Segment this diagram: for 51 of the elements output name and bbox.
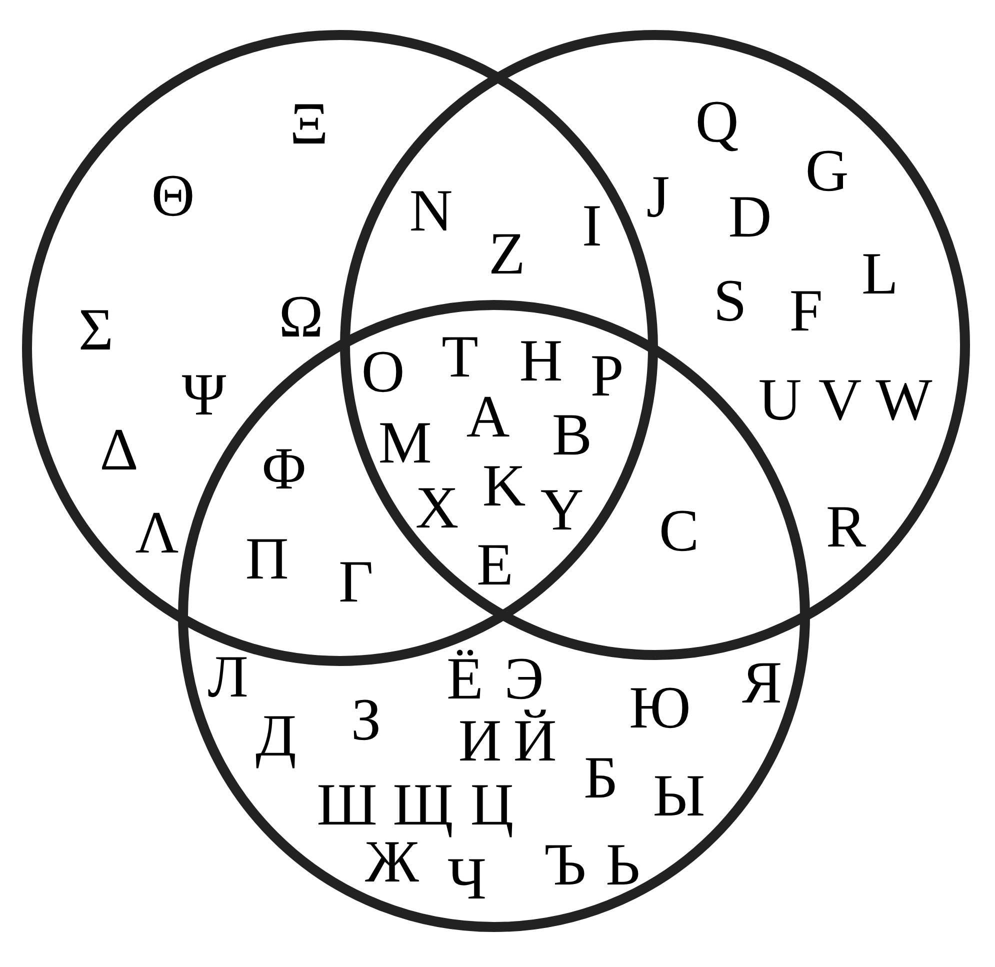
letter: Ё [446, 648, 484, 710]
letter: P [590, 344, 624, 408]
letter: S [713, 270, 747, 332]
letter: Ы [652, 764, 706, 828]
letter: T [442, 326, 478, 388]
letter: C [658, 500, 700, 562]
letter: Ю [629, 676, 691, 740]
letter: Д [256, 704, 296, 768]
letter: M [378, 412, 432, 474]
letter: I [582, 194, 602, 258]
letter: N [409, 180, 453, 242]
letter: Л [208, 646, 248, 708]
letter: A [466, 386, 510, 448]
letter: Й [513, 710, 557, 772]
letter: Λ [135, 502, 179, 564]
letter: E [476, 534, 514, 596]
letter: Σ [78, 298, 114, 362]
letter: B [552, 404, 592, 466]
letter: Γ [338, 550, 374, 614]
letter: V [818, 368, 862, 432]
letter: Ц [470, 774, 514, 836]
letter: Ч [448, 848, 486, 910]
letter: Я [742, 652, 782, 714]
letter: G [805, 140, 849, 202]
letter: Ь [606, 834, 640, 896]
letter: Π [245, 528, 289, 590]
letter: U [758, 368, 802, 432]
letter: Б [584, 746, 618, 810]
letter: Ъ [544, 834, 586, 896]
letter: Ω [278, 286, 324, 348]
letter: Z [488, 222, 526, 286]
letter: X [415, 476, 459, 540]
letter: И [458, 710, 502, 772]
letter: L [862, 242, 898, 306]
letter: J [646, 166, 670, 228]
letter: Θ [151, 164, 195, 228]
letter: Ξ [290, 92, 328, 156]
letter: Q [695, 90, 739, 154]
letter: Δ [100, 418, 138, 482]
letter: O [361, 340, 405, 404]
letter: F [789, 280, 823, 342]
letter: Φ [262, 438, 306, 500]
letter: D [728, 186, 772, 248]
letter: З [350, 688, 382, 752]
letter: H [519, 330, 563, 392]
letter: Ψ [182, 364, 226, 426]
letter: Y [540, 478, 584, 542]
letter: K [482, 454, 526, 518]
letter: W [876, 368, 932, 432]
letter: Э [504, 648, 544, 710]
letter: R [826, 496, 866, 558]
